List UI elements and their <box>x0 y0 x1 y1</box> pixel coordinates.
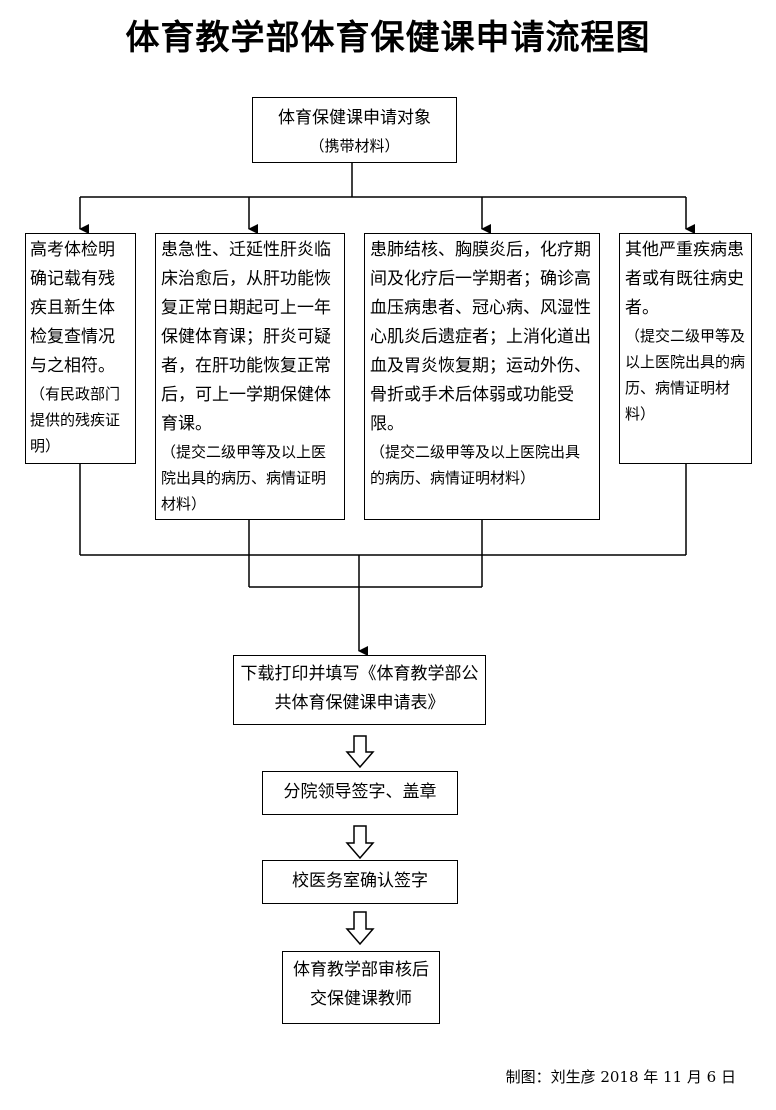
step-3-text: 校医务室确认签字 <box>292 871 428 891</box>
step-box-3: 校医务室确认签字 <box>262 860 458 904</box>
footer-credit: 制图：刘生彦 2018 年 11 月 6 日 <box>505 1068 736 1086</box>
category-3-text: 患肺结核、胸膜炎后，化疗期间及化疗后一学期者；确诊高血压病患者、冠心病、风湿性心… <box>370 240 591 434</box>
step-1-text: 下载打印并填写《体育教学部公共体育保健课申请表》 <box>240 664 479 713</box>
hollow-arrow-3 <box>345 911 375 946</box>
category-2-note: （提交二级甲等及以上医院出具的病历、病情证明材料） <box>161 443 327 513</box>
step-box-4: 体育教学部审核后交保健课教师 <box>282 951 440 1024</box>
step-box-2: 分院领导签字、盖章 <box>262 771 458 815</box>
category-box-2: 患急性、迁延性肝炎临床治愈后，从肝功能恢复正常日期起可上一年保健体育课；肝炎可疑… <box>155 233 345 520</box>
category-box-4: 其他严重疾病患者或有既往病史者。 （提交二级甲等及以上医院出具的病历、病情证明材… <box>619 233 752 464</box>
applicant-label: 体育保健课申请对象 <box>278 108 431 128</box>
step-2-text: 分院领导签字、盖章 <box>283 782 437 802</box>
category-box-3: 患肺结核、胸膜炎后，化疗期间及化疗后一学期者；确诊高血压病患者、冠心病、风湿性心… <box>364 233 600 520</box>
applicant-box: 体育保健课申请对象 （携带材料） <box>252 97 457 163</box>
category-4-note: （提交二级甲等及以上医院出具的病历、病情证明材料） <box>625 327 746 423</box>
step-box-1: 下载打印并填写《体育教学部公共体育保健课申请表》 <box>233 655 486 725</box>
category-1-note: （有民政部门提供的残疾证明） <box>30 385 121 455</box>
page-title: 体育教学部体育保健课申请流程图 <box>125 18 651 58</box>
step-4-text: 体育教学部审核后交保健课教师 <box>293 960 429 1009</box>
applicant-note: （携带材料） <box>309 137 400 155</box>
hollow-arrow-1 <box>345 735 375 769</box>
category-4-text: 其他严重疾病患者或有既往病史者。 <box>625 240 744 318</box>
hollow-arrow-2 <box>345 825 375 860</box>
category-1-text: 高考体检明确记载有残疾且新生体检复查情况与之相符。 <box>30 240 115 376</box>
category-box-1: 高考体检明确记载有残疾且新生体检复查情况与之相符。 （有民政部门提供的残疾证明） <box>25 233 136 464</box>
category-3-note: （提交二级甲等及以上医院出具的病历、病情证明材料） <box>370 443 581 487</box>
category-2-text: 患急性、迁延性肝炎临床治愈后，从肝功能恢复正常日期起可上一年保健体育课；肝炎可疑… <box>161 240 331 434</box>
